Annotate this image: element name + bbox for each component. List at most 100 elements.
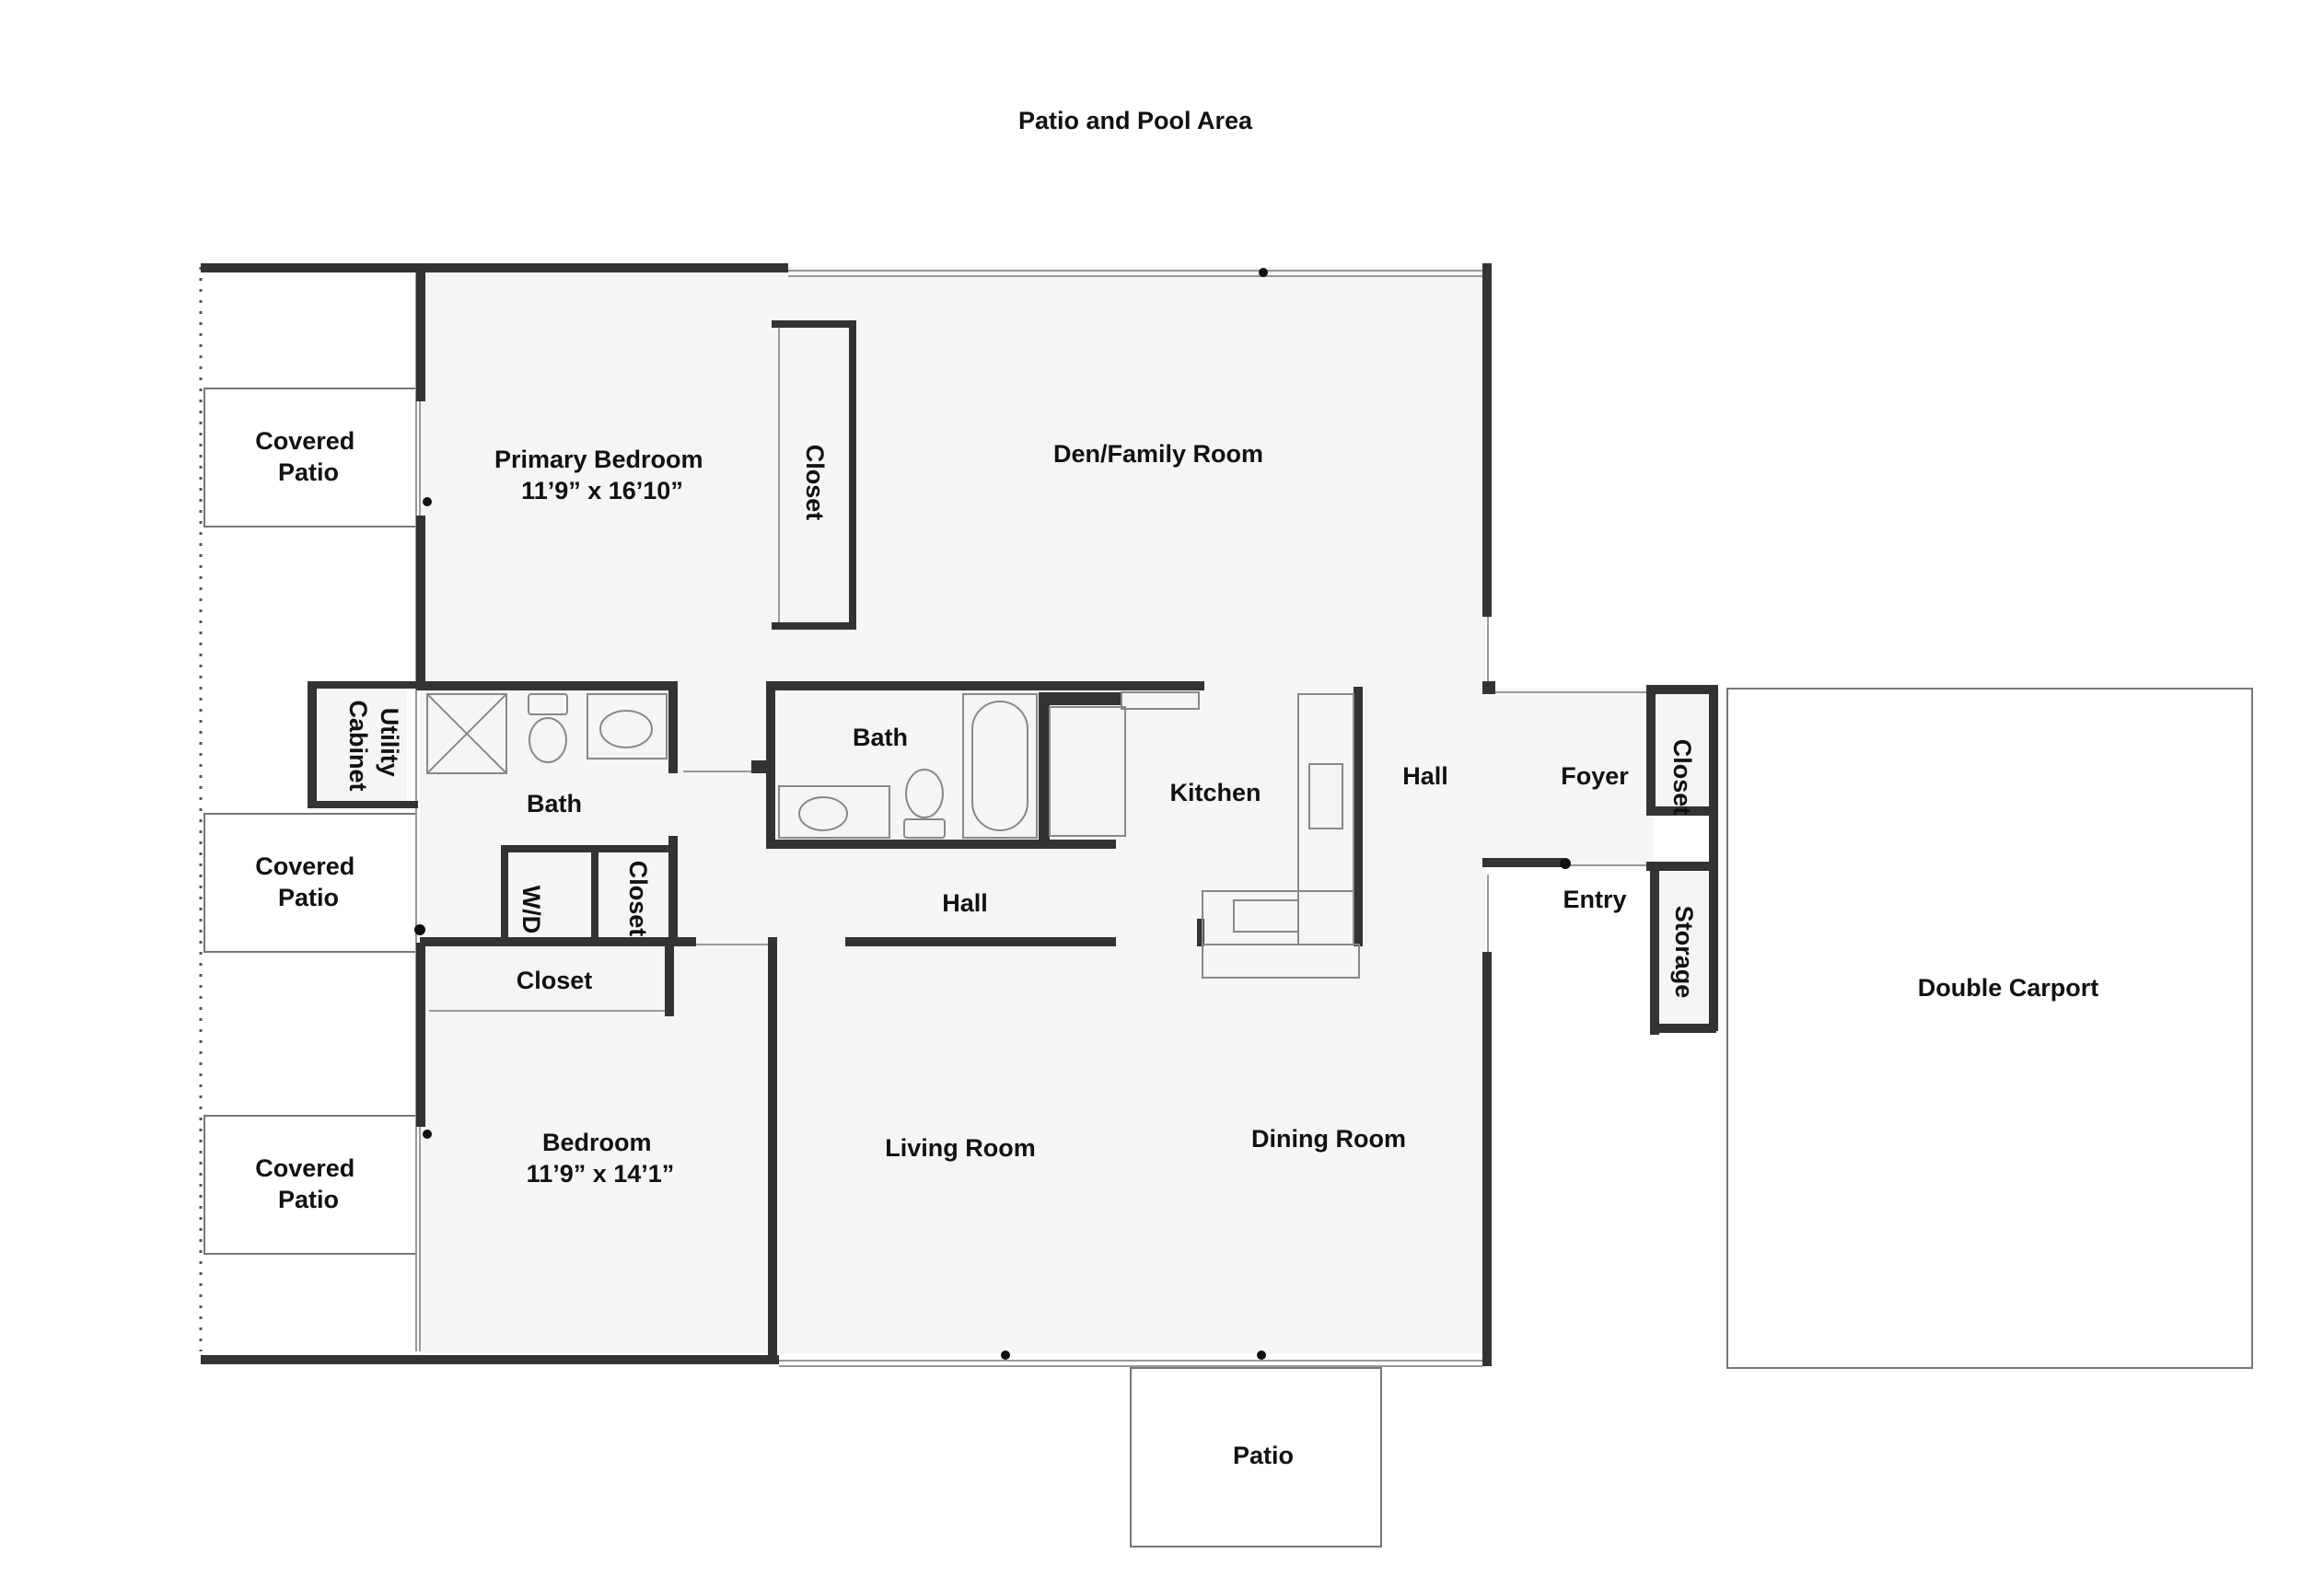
label-hall-right: Hall [1402,762,1448,790]
wall-closet-primary-top [772,320,856,328]
wall-left-mid [416,516,425,690]
label-hall-center: Hall [942,889,988,917]
primary-bedroom-floor [420,271,770,683]
fridge-icon [1049,706,1126,837]
door-hinges [414,268,1571,1360]
shower-x2-icon [426,693,507,774]
wall-storage-top [1646,862,1716,871]
wall-wd-mid [591,845,598,941]
svg-text:Closet: Closet [801,445,829,521]
label-storage: Storage [1670,906,1698,999]
tub-icon [962,693,1038,839]
wall-bath-center-left [766,681,775,847]
hinge-dot [1259,268,1268,277]
shower-icon [426,693,507,774]
wall-right-bottom [1482,952,1492,1366]
label-hall-closet: Closet [624,861,652,937]
hinge-dot [414,924,425,935]
toilet-bowl-left-icon [529,717,567,763]
wall-bedroom-top [420,937,696,946]
wall-top-left [201,263,788,272]
svg-text:W/D: W/D [517,886,545,933]
wall-fridge-left [1039,692,1050,840]
foyer-closet-floor [1654,692,1713,812]
label-wd: W/D [517,886,545,933]
wall-bath-center-bottom [766,840,1116,849]
covered-patio-top-outline [203,388,417,527]
label-dining-room: Dining Room [1251,1125,1406,1153]
wall-bedroom-closet-right [665,937,674,1016]
wall-closet-primary-bottom [772,622,856,630]
wall-bath-center-top [766,681,1204,690]
svg-text:Closet: Closet [624,861,652,937]
wall-left-upper [416,272,425,401]
wall-bedroom-right [768,937,777,1361]
vanity-center-icon [778,785,890,839]
label-covered-patio-bottom: Covered Patio [255,1154,362,1213]
wall-bath-left-right [668,681,678,773]
outdoor-outlines [199,267,2253,1547]
tub-inner-icon [971,701,1028,831]
sink-left-icon [599,710,653,748]
toilet-bowl-center-icon [905,769,944,818]
wall-foyer-closet-right [1709,685,1718,1031]
wall-kitchen-counter-end [1197,919,1204,946]
toilet-tank-left-icon [528,693,568,715]
wall-right-top [1482,263,1492,617]
label-primary-bedroom: Primary Bedroom 11’9” x 16’10” [494,446,710,504]
label-bath-center: Bath [853,724,908,751]
double-carport-outline [1726,688,2253,1369]
wall-closet-primary-right [849,320,856,630]
hinge-dot [423,1130,432,1139]
wall-bottom-left [201,1355,779,1364]
label-utility-cabinet: Utility Cabinet [344,700,403,791]
label-covered-patio-top: Covered Patio [255,427,362,486]
wall-foyer-closet-top [1646,685,1716,694]
hinge-dot [423,497,432,506]
labels: Patio and Pool Area Covered Patio Covere… [255,107,2098,1469]
counter-top-icon [1121,691,1200,710]
label-foyer-closet: Closet [1668,739,1696,816]
cooktop-icon [1233,899,1299,933]
label-foyer: Foyer [1561,762,1629,790]
den-family-room-floor [770,267,1486,687]
wall-right-foyer-bottom [1482,858,1563,867]
hinge-dot [1560,858,1571,869]
svg-text:Closet: Closet [1668,739,1696,816]
label-double-carport: Double Carport [1918,974,2099,1002]
floor-areas [315,267,1713,1353]
wall-utility-bottom [308,801,418,808]
label-covered-patio-mid: Covered Patio [255,852,362,911]
covered-patio-bottom-outline [203,1115,417,1255]
wall-bath-center-stub [751,760,770,773]
label-primary-closet: Closet [801,445,829,521]
kitchen-counter-lower-icon [1202,944,1360,979]
wall-kitchen-island [1354,687,1363,946]
walls [201,263,1718,1366]
utility-label-line2: Cabinet [344,700,372,791]
wall-left-lower [416,943,425,1127]
wall-bath-left-top [420,681,678,690]
hinge-dot [1257,1350,1266,1360]
living-dining-floor [770,943,1486,1353]
vanity-left-icon [587,693,668,759]
covered-patio-mid-outline [203,813,417,953]
wall-utility-top [308,681,418,689]
hinge-dot [1001,1350,1010,1360]
wall-storage-left [1650,862,1659,1035]
utility-label-line1: Utility [376,708,403,777]
label-living-room: Living Room [885,1134,1036,1162]
wall-fridge-block [1039,692,1121,705]
wall-bath-left-right-lower [668,836,678,946]
plan-title: Patio and Pool Area [1018,107,1253,134]
foyer-floor [1486,689,1654,865]
wall-foyer-closet-bottom [1646,806,1716,816]
utility-cabinet-floor [315,687,407,805]
svg-text:Storage: Storage [1670,906,1698,999]
label-bath-left: Bath [527,790,582,817]
label-bedroom-closet: Closet [517,967,593,994]
storage-floor [1654,869,1713,1029]
wall-wd-left [501,845,508,937]
wall-hall-center [845,937,1116,946]
